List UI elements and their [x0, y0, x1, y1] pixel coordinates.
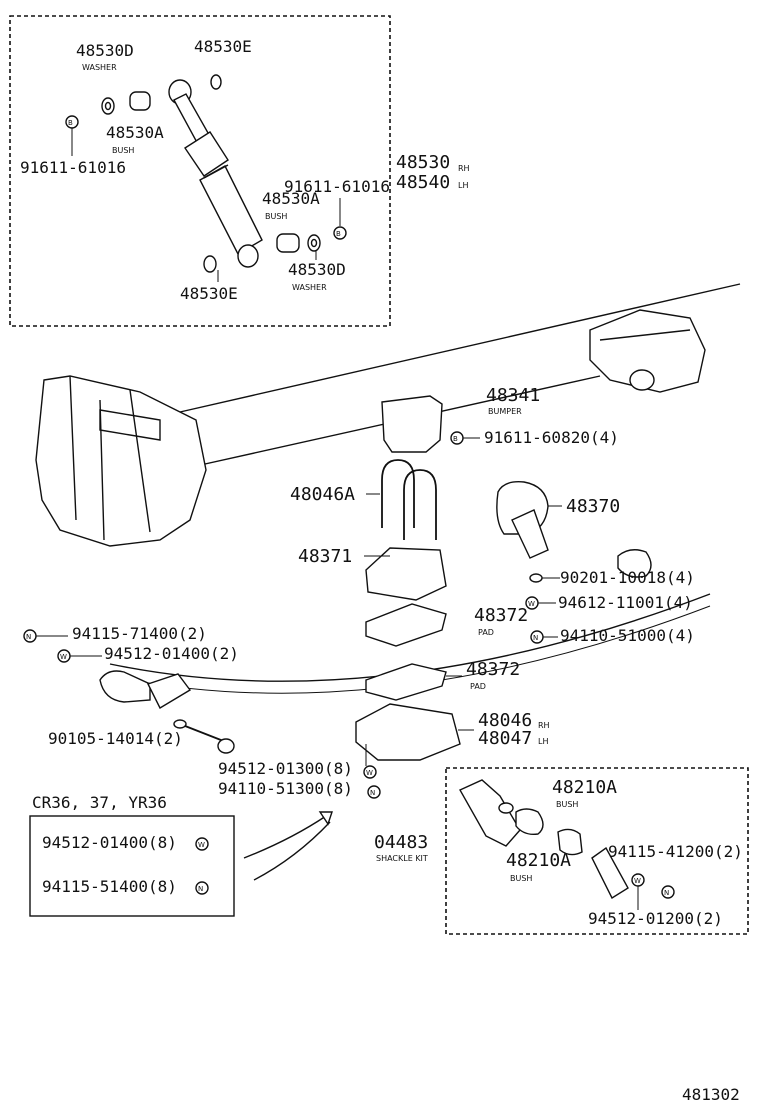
- bumper-label: BUMPER: [488, 407, 522, 416]
- shock-small-parts: B B: [65, 74, 347, 273]
- part-48530d-bottom: 48530D: [288, 260, 346, 279]
- figure-number: 481302: [682, 1085, 740, 1104]
- washer-label-top: WASHER: [82, 63, 117, 72]
- pad-label-lower: PAD: [470, 682, 486, 691]
- part-48540-lh: 48540: [396, 172, 450, 193]
- svg-text:B: B: [68, 119, 73, 127]
- part-48530-rh: 48530: [396, 152, 450, 173]
- shock-absorber-drawing: [168, 79, 263, 268]
- part-48046-rh: 48046: [478, 710, 532, 731]
- svg-text:N: N: [664, 889, 669, 897]
- shock-leaders: [71, 128, 341, 282]
- spring-plate-drawing: [355, 703, 461, 761]
- svg-text:B: B: [453, 435, 458, 443]
- bush-drawing-2: [557, 828, 583, 856]
- svg-text:N: N: [370, 789, 375, 797]
- part-48530d-top: 48530D: [76, 41, 134, 60]
- part-94115-41200: 94115-41200(2): [608, 842, 743, 861]
- washer-label-bottom: WASHER: [292, 283, 327, 292]
- pad-lower-drawing: [365, 663, 447, 701]
- front-eye-drawing: [99, 670, 151, 703]
- variant-row-1: 94512-01400(8): [42, 833, 177, 852]
- part-91611-right: 91611-61016: [284, 177, 390, 196]
- part-94110-51000: 94110-51000(4): [560, 626, 695, 645]
- bolt-drawing: [179, 723, 227, 743]
- arrow-line-upper: [243, 815, 327, 859]
- bush-label-bottom: BUSH: [265, 212, 287, 221]
- rh-label: RH: [458, 164, 470, 173]
- part-48372-lower: 48372: [466, 659, 520, 680]
- pad-upper-drawing: [365, 603, 447, 647]
- part-48341: 48341: [486, 385, 540, 406]
- svg-text:B: B: [336, 230, 341, 238]
- shock-box-border: [9, 15, 391, 327]
- center-parts: B W N: [355, 395, 652, 766]
- part-94512-01300: 94512-01300(8): [218, 759, 353, 778]
- part-91611-60820: 91611-60820(4): [484, 428, 619, 447]
- svg-text:W: W: [366, 769, 373, 777]
- svg-text:W: W: [528, 600, 535, 608]
- part-48372-upper: 48372: [474, 605, 528, 626]
- part-04483: 04483: [374, 832, 428, 853]
- part-48530e-top: 48530E: [194, 37, 252, 56]
- part-48210a-top: 48210A: [552, 777, 617, 798]
- shock-absorber-group: B B 48530D WASHER 48530E 48530A BUSH 916…: [9, 15, 470, 327]
- bush-label-top: BUSH: [112, 146, 134, 155]
- bush-label-shackle-top: BUSH: [556, 800, 578, 809]
- shackle-box-border: [445, 767, 749, 935]
- plate-lh-label: LH: [538, 737, 548, 746]
- part-48210a-bottom: 48210A: [506, 850, 571, 871]
- part-48047-lh: 48047: [478, 728, 532, 749]
- variant-box-border: [29, 815, 235, 917]
- part-94512-01200: 94512-01200(2): [588, 909, 723, 928]
- part-48370: 48370: [566, 496, 620, 517]
- part-48530a-bottom: 48530A: [262, 189, 320, 208]
- variant-group: CR36, 37, YR36 94512-01400(8) W 94115-51…: [29, 793, 333, 917]
- bush-label-shackle-bottom: BUSH: [510, 874, 532, 883]
- variant-row-2: 94115-51400(8): [42, 877, 177, 896]
- bush-drawing-1: [515, 808, 544, 836]
- svg-text:N: N: [26, 633, 31, 641]
- part-90105-14014: 90105-14014(2): [48, 729, 183, 748]
- left-parts: N W W N: [23, 629, 381, 799]
- axle-drawing: [35, 283, 741, 694]
- plate-rh-label: RH: [538, 721, 550, 730]
- part-94115-71400: 94115-71400(2): [72, 624, 207, 643]
- shackle-drawing: [459, 779, 521, 847]
- bumper-drawing: [381, 395, 443, 453]
- ubolt-rear: [403, 469, 437, 540]
- lh-label: LH: [458, 181, 468, 190]
- arrow-head: [318, 811, 333, 826]
- shackle-plate-drawing: [591, 846, 629, 900]
- svg-text:N: N: [198, 885, 203, 893]
- part-91611-left: 91611-61016: [20, 158, 126, 177]
- pad-label-upper: PAD: [478, 628, 494, 637]
- svg-text:W: W: [60, 653, 67, 661]
- part-48530e-bottom: 48530E: [180, 284, 238, 303]
- svg-text:W: W: [634, 877, 641, 885]
- spring-seat-drawing: [365, 547, 447, 601]
- part-94612-11001: 94612-11001(4): [558, 593, 693, 612]
- part-48371: 48371: [298, 546, 352, 567]
- part-90201-10018: 90201-10018(4): [560, 568, 695, 587]
- ubolt-front: [381, 459, 415, 528]
- shackle-kit-label: SHACKLE KIT: [376, 854, 428, 863]
- part-48046a: 48046A: [290, 484, 355, 505]
- svg-text:N: N: [533, 634, 538, 642]
- variant-title: CR36, 37, YR36: [32, 793, 167, 812]
- arrow-line-lower: [253, 821, 331, 881]
- part-94512-01400: 94512-01400(2): [104, 644, 239, 663]
- svg-text:W: W: [198, 841, 205, 849]
- part-48530a-top: 48530A: [106, 123, 164, 142]
- shackle-group: W N: [445, 767, 749, 935]
- part-94110-51300: 94110-51300(8): [218, 779, 353, 798]
